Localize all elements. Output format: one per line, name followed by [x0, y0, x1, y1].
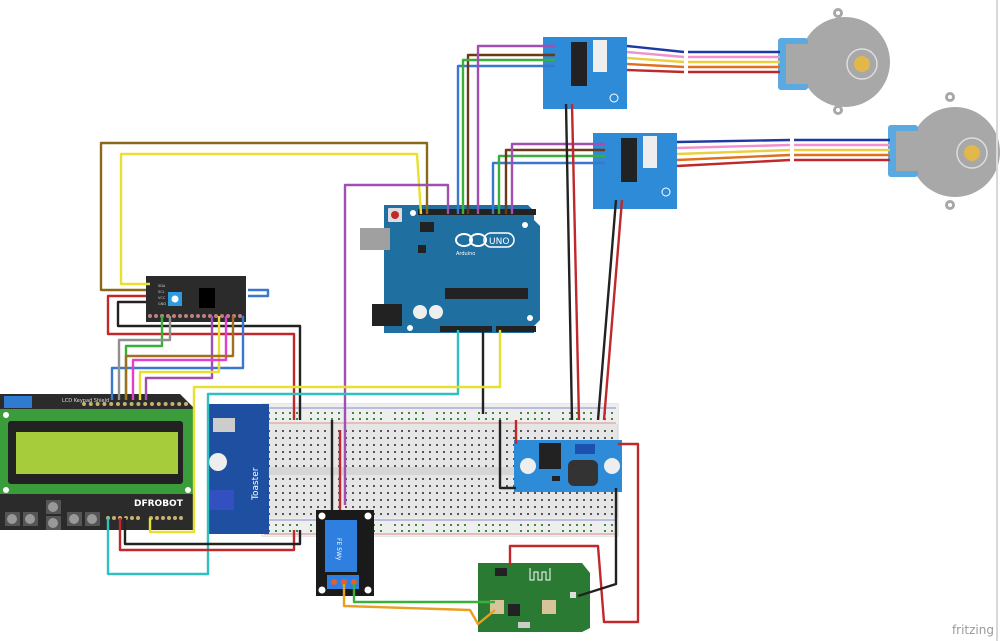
- toaster-label: Toaster: [251, 467, 261, 501]
- stepper-driver-2: [593, 133, 677, 209]
- right-button[interactable]: [69, 514, 79, 524]
- select-button[interactable]: [7, 514, 17, 524]
- wire: [123, 518, 302, 546]
- uno-label: UNO: [489, 237, 509, 247]
- wire: [148, 330, 502, 534]
- lcd-buttons: [5, 500, 100, 530]
- stepper-driver-1: [543, 37, 627, 109]
- wire: [676, 153, 791, 162]
- buck-converter: [514, 440, 622, 492]
- uln2003-chip: [621, 138, 637, 182]
- uln2003-chip: [571, 42, 587, 86]
- wire: [124, 316, 235, 400]
- lcd-keypad-shield: LCD Keypad Shield DFROBOT: [0, 394, 194, 530]
- relay-label: FE 5Wy: [335, 538, 342, 561]
- reset-button[interactable]: [391, 211, 399, 219]
- wire: [456, 64, 555, 214]
- relay-module: FE 5Wy: [316, 510, 374, 596]
- wire: [131, 316, 228, 400]
- pin-label-sda: SDA: [158, 284, 166, 288]
- arduino-uno: UNO Arduino: [360, 205, 540, 333]
- wire: [117, 316, 172, 400]
- wire: [676, 148, 791, 156]
- wire: [498, 420, 516, 490]
- wire: [504, 148, 605, 214]
- wires: [99, 44, 890, 626]
- lcd-screen: [16, 432, 178, 474]
- stepper-motor-2: [888, 92, 1000, 210]
- wire: [119, 152, 423, 286]
- wire: [626, 44, 685, 54]
- wire: [570, 103, 581, 421]
- wire: [476, 44, 555, 214]
- wire: [466, 53, 555, 214]
- i2c-lcd-backpack: SDA SCL VCC GND: [146, 276, 246, 322]
- lcd-shield-title: LCD Keypad Shield: [62, 398, 109, 404]
- wire: [564, 103, 574, 421]
- wire: [626, 68, 685, 74]
- stepper-motor-1: [778, 8, 890, 115]
- wire: [676, 158, 791, 168]
- wire: [118, 518, 296, 552]
- left-button[interactable]: [25, 514, 35, 524]
- usb-port: [360, 228, 390, 250]
- wire: [596, 199, 618, 421]
- analog-header: [496, 326, 536, 332]
- arduino-label: Arduino: [456, 251, 475, 257]
- wire: [106, 330, 460, 576]
- wire: [626, 50, 685, 59]
- dfrobot-logo: DFROBOT: [134, 499, 184, 509]
- wire: [497, 154, 605, 214]
- wire: [461, 58, 555, 214]
- toaster-board: Toaster: [207, 404, 269, 534]
- wire: [342, 584, 496, 626]
- wire: [138, 316, 221, 400]
- wire: [626, 56, 685, 64]
- wire: [626, 62, 685, 69]
- wire: [676, 143, 791, 150]
- wire: [248, 288, 270, 298]
- fritzing-watermark: fritzing: [951, 623, 994, 637]
- arduino-logo: UNO Arduino: [455, 232, 515, 257]
- pin-label-vcc: VCC: [158, 296, 166, 300]
- lcd-contrast-pot: [4, 396, 32, 408]
- wire: [577, 488, 618, 598]
- wire: [99, 141, 429, 292]
- pin-label-scl: SCL: [158, 290, 165, 294]
- pin-label-gnd: GND: [158, 302, 166, 306]
- wire: [676, 138, 791, 144]
- power-header: [440, 326, 492, 332]
- power-jack: [372, 304, 402, 326]
- up-button[interactable]: [48, 502, 58, 512]
- canvas-border: [996, 0, 998, 641]
- wire: [343, 183, 450, 505]
- down-button[interactable]: [48, 518, 58, 528]
- wire: [352, 584, 495, 604]
- remote-button-2[interactable]: [542, 600, 556, 614]
- wire: [106, 294, 296, 420]
- wire: [124, 316, 164, 400]
- wire: [510, 142, 605, 214]
- wire: [116, 300, 302, 420]
- wire: [144, 316, 214, 400]
- wire: [110, 316, 245, 400]
- rf-remote-board: [478, 563, 590, 632]
- rst-button[interactable]: [87, 514, 97, 524]
- wire: [508, 442, 640, 624]
- wire: [602, 199, 624, 421]
